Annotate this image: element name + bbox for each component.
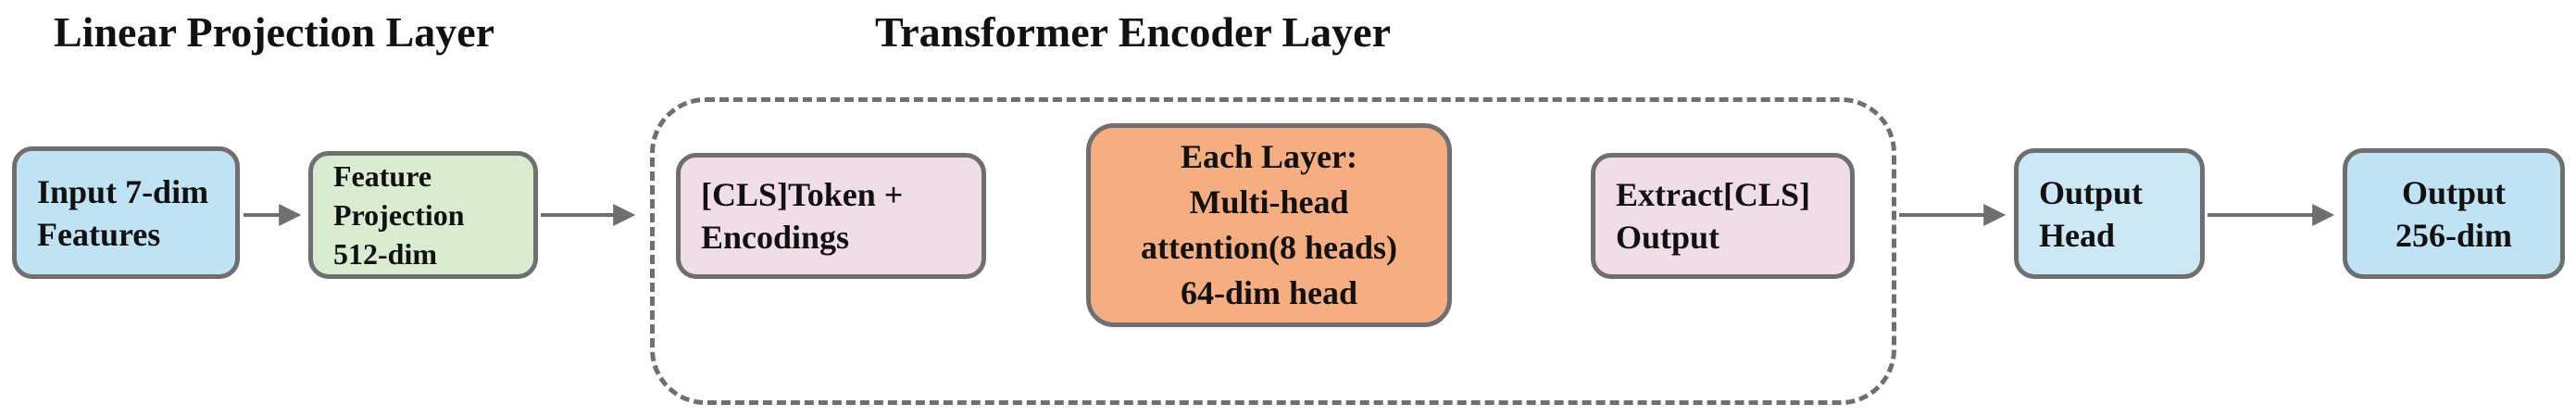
output-line-2: 256-dim [2395, 216, 2512, 254]
extract-cls-line-1: Extract[CLS] [1616, 176, 1810, 213]
feature-projection-line-2: Projection [333, 198, 465, 232]
extract-cls-box: Extract[CLS] Output [1591, 153, 1855, 279]
extract-cls-line-2: Output [1616, 219, 1720, 256]
cls-token-line-2: Encodings [701, 219, 850, 256]
feature-projection-line-3: 512-dim [333, 237, 437, 271]
each-layer-line-2: Multi-head [1189, 183, 1349, 221]
each-layer-line-4: 64-dim head [1180, 274, 1358, 311]
feature-projection-box: Feature Projection 512-dim [308, 151, 538, 279]
output-head-box: Output Head [2014, 148, 2205, 279]
feature-projection-line-1: Feature [333, 159, 432, 193]
transformer-encoder-group [650, 97, 1896, 405]
cls-token-box: [CLS]Token + Encodings [676, 153, 986, 279]
each-layer-line-1: Each Layer: [1181, 138, 1357, 175]
each-layer-box: Each Layer: Multi-head attention(8 heads… [1086, 123, 1452, 327]
output-head-line-2: Head [2039, 216, 2116, 254]
input-features-line-1: Input 7-dim [37, 172, 209, 210]
linear-projection-heading: Linear Projection Layer [54, 8, 495, 56]
input-features-line-2: Features [37, 215, 161, 253]
output-head-line-1: Output [2039, 173, 2144, 211]
input-features-box: Input 7-dim Features [12, 146, 240, 279]
transformer-encoder-heading: Transformer Encoder Layer [875, 8, 1392, 56]
output-box: Output 256-dim [2343, 148, 2565, 279]
each-layer-line-3: attention(8 heads) [1141, 229, 1397, 266]
output-line-1: Output [2401, 173, 2507, 211]
cls-token-line-1: [CLS]Token + [701, 176, 904, 213]
